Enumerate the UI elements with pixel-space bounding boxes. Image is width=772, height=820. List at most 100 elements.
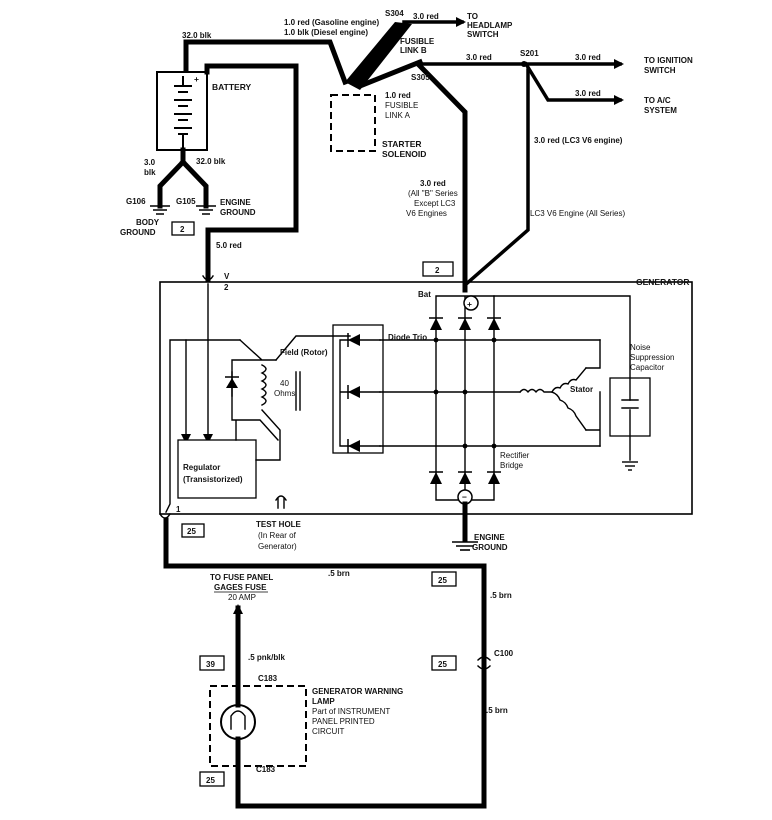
positive-terminal-icon: [463, 295, 479, 311]
field-diode: [226, 378, 238, 388]
label-test-hole-3: Generator): [258, 542, 297, 551]
label-g106: G106: [126, 197, 146, 206]
label-wire-gas: 1.0 red (Gasoline engine): [284, 18, 379, 27]
label-box-2b: 2: [435, 266, 440, 275]
label-to-ign-1: TO IGNITION: [644, 56, 693, 65]
rotor-core: [295, 371, 301, 411]
label-pnk-blk: .5 pnk/blk: [248, 653, 285, 662]
label-box-25c: 25: [438, 660, 447, 669]
box-39: [199, 655, 225, 671]
label-lc3-engine: 3.0 red (LC3 V6 engine): [534, 136, 623, 145]
label-fusible-a-1: 1.0 red: [385, 91, 411, 100]
connector-c100: [477, 656, 491, 670]
label-diode-trio: Diode Trio: [388, 333, 427, 342]
label-wire-30-ign: 3.0 red: [575, 53, 601, 62]
label-wire-30-main: 3.0 red: [466, 53, 492, 62]
label-b-series-4: V6 Engines: [406, 209, 447, 218]
label-box-39: 39: [206, 660, 215, 669]
capacitor-plates: [621, 399, 639, 409]
box-25c: [431, 655, 457, 671]
label-red-50: 5.0 red: [216, 241, 242, 250]
ac-feed-wire: [523, 61, 624, 105]
label-bat: Bat: [418, 290, 431, 299]
label-noise-1: Noise: [630, 343, 651, 352]
battery-ground-cable: [157, 147, 209, 209]
battery-to-generator-wire: [204, 63, 299, 283]
label-fuse-1: TO FUSE PANEL: [210, 573, 273, 582]
label-c183a: C183: [258, 674, 278, 683]
label-test-hole-2: (In Rear of: [258, 531, 297, 540]
label-engine-ground-bot-1: ENGINE: [474, 533, 505, 542]
fusible-link-bundle: [345, 22, 412, 90]
label-term-v: V: [224, 272, 230, 281]
label-to-ign-2: SWITCH: [644, 66, 676, 75]
label-ohms-1: 40: [280, 379, 289, 388]
label-lamp-3: Part of INSTRUMENT: [312, 707, 390, 716]
starter-solenoid: [330, 94, 376, 152]
label-box-25a: 25: [187, 527, 196, 536]
fusible-link-b: [356, 58, 424, 90]
label-fusible-a-3: LINK A: [385, 111, 411, 120]
diode-trio-box: [332, 324, 384, 454]
test-hole-connector: [275, 495, 287, 509]
terminal-v-connector: [202, 275, 214, 281]
label-b-series-1: 3.0 red: [420, 179, 446, 188]
label-brn-5b: .5 brn: [490, 591, 512, 600]
label-body-ground-2: GROUND: [120, 228, 156, 237]
label-term-2: 2: [224, 283, 229, 292]
label-starter-1: STARTER: [382, 139, 422, 149]
battery-cells: [174, 76, 192, 148]
rotor-coil: [260, 364, 267, 406]
label-lamp-4: PANEL PRINTED: [312, 717, 375, 726]
label-rect-1: Rectifier: [500, 451, 530, 460]
label-stator: Stator: [570, 385, 593, 394]
label-fuse-2: GAGES FUSE: [214, 583, 267, 592]
label-to-ac-1: TO A/C: [644, 96, 671, 105]
label-wire-30-ac: 3.0 red: [575, 89, 601, 98]
label-engine-ground-bot-2: GROUND: [472, 543, 508, 552]
lc3-feed-wire: [462, 68, 530, 288]
box-25d: [199, 771, 225, 787]
label-fusible-a-2: FUSIBLE: [385, 101, 418, 110]
label-term-1: 1: [176, 505, 181, 514]
positive-sign: +: [467, 299, 472, 309]
rectifier-bridge: [379, 295, 601, 501]
label-brn-5c: .5 brn: [486, 706, 508, 715]
label-brn-5a: .5 brn: [328, 569, 350, 578]
label-reg-2: (Transistorized): [183, 475, 243, 484]
label-noise-3: Capacitor: [630, 363, 665, 372]
label-b-series-2: (All "B" Series: [408, 189, 458, 198]
lamp-filament: [230, 710, 246, 730]
terminal-1-wire: [165, 339, 241, 513]
label-s305: S305: [411, 73, 430, 82]
battery-plus-sign: +: [194, 74, 199, 84]
label-bat-cable: 32.0 blk: [182, 31, 212, 40]
label-generator: GENERATOR: [636, 277, 690, 287]
label-fuse-3: 20 AMP: [228, 593, 256, 602]
label-fusible-b-2: LINK B: [400, 46, 427, 55]
field-to-trio-wire: [275, 335, 351, 361]
label-starter-2: SOLENOID: [382, 149, 426, 159]
label-s304: S304: [385, 9, 404, 18]
label-noise-2: Suppression: [630, 353, 674, 362]
label-to-ac-2: SYSTEM: [644, 106, 677, 115]
warning-lamp-circuit-wire: [163, 517, 487, 809]
label-body-ground-1: BODY: [136, 218, 160, 227]
field-circuit-wire: [231, 339, 279, 441]
noise-capacitor-box: [609, 377, 651, 437]
capacitor-wire: [493, 295, 631, 461]
label-wire-diesel: 1.0 blk (Diesel engine): [284, 28, 368, 37]
label-box-2a: 2: [180, 225, 185, 234]
label-box-25b: 25: [438, 576, 447, 585]
diode-trio-diodes: [339, 333, 381, 453]
label-s201: S201: [520, 49, 539, 58]
battery-positive-cable: [183, 39, 349, 86]
label-blk-30-1: 3.0: [144, 158, 156, 167]
label-engine-ground-top-1: ENGINE: [220, 198, 251, 207]
label-b-series-3: Except LC3: [414, 199, 456, 208]
ground-symbol-g105: [196, 205, 216, 215]
label-lamp-5: CIRCUIT: [312, 727, 345, 736]
generator-housing: [159, 281, 693, 515]
warning-lamp-bulb-icon: [220, 704, 256, 740]
